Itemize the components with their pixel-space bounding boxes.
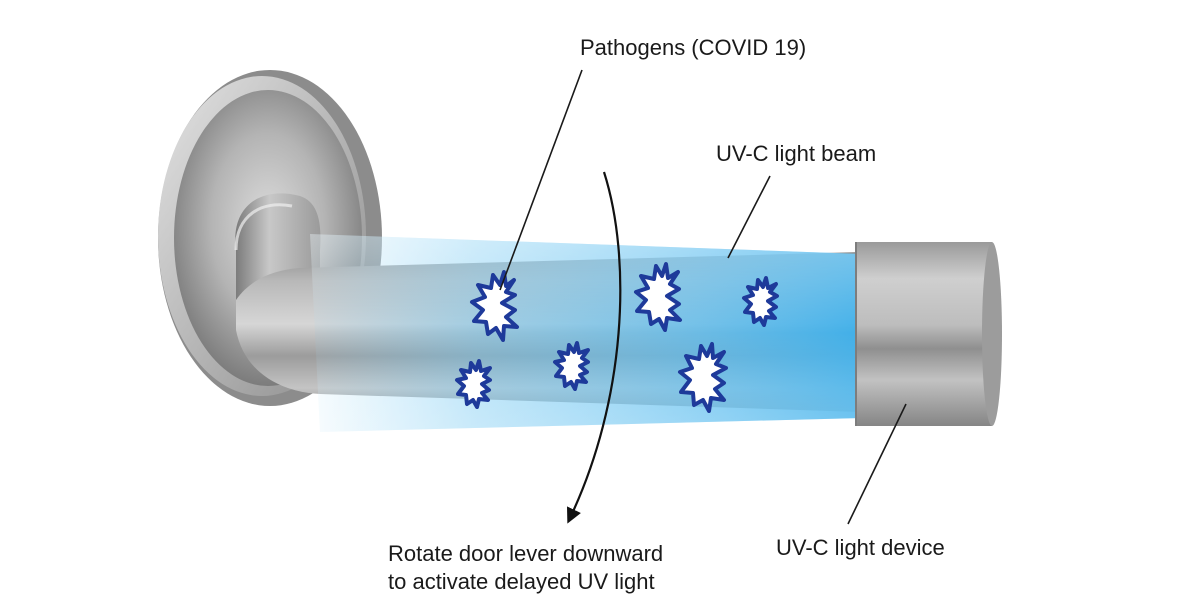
- pathogen-group: [455, 262, 779, 413]
- rotate-instruction-line-2: to activate delayed UV light: [388, 569, 655, 594]
- leader-lines: [499, 69, 907, 525]
- rotate-instruction-line-1: Rotate door lever downward: [388, 541, 664, 566]
- uv-c-device-label: UV-C light device: [776, 535, 945, 560]
- pathogen-burst-icon: [742, 276, 779, 327]
- pathogen-burst-icon: [455, 359, 492, 409]
- pathogen-burst-icon: [470, 270, 519, 342]
- beam-leader-line: [727, 175, 771, 259]
- uv-c-beam-label: UV-C light beam: [716, 141, 877, 166]
- pathogens-label: Pathogens (COVID 19): [580, 35, 807, 60]
- pathogen-burst-icon: [634, 262, 682, 332]
- uv-c-light-beam: [310, 234, 862, 432]
- uv-c-light-device: [855, 242, 1002, 426]
- rotate-instruction-label: Rotate door lever downward to activate d…: [388, 540, 663, 596]
- device-leader-line: [847, 403, 907, 525]
- pathogen-burst-icon: [678, 342, 728, 413]
- pathogens-leader-line: [499, 69, 583, 291]
- curved-arrow-down-icon: [567, 171, 622, 524]
- pathogen-burst-icon: [553, 341, 590, 391]
